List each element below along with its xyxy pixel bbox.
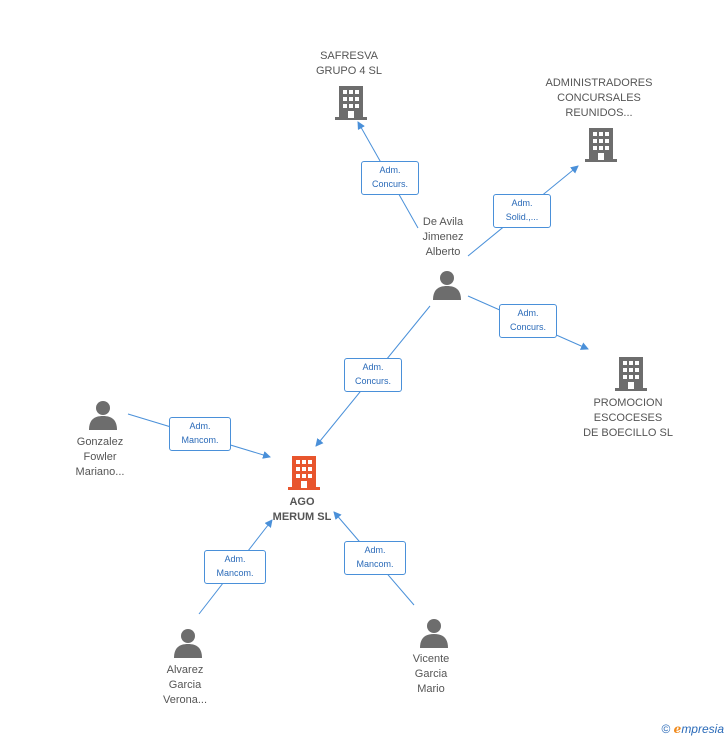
label-line: Garcia [168,679,202,691]
person-icon [174,629,202,658]
relation-badge[interactable]: Adm. Mancom. [169,417,231,451]
relation-role: Adm. [362,362,384,372]
relation-badge[interactable]: Adm. Concurs. [361,161,419,195]
label-line: ADMINISTRADORES [545,77,653,89]
person-label-gonzalez[interactable]: Gonzalez Fowler Mariano... [76,435,125,480]
person-label-vicente[interactable]: Vicente Garcia Mario [413,652,450,697]
relation-badge[interactable]: Adm. Solid.,... [493,194,551,228]
label-line: Fowler [83,451,117,463]
relation-detail: Concurs. [371,179,408,189]
label-line: Verona... [162,694,208,706]
label-line: Mario [417,683,445,695]
relation-badge[interactable]: Adm. Concurs. [499,304,557,338]
label-line: Vicente [412,653,450,665]
relation-badge[interactable]: Adm. Concurs. [344,358,402,392]
label-line: GRUPO 4 SL [315,65,383,77]
brand-name: mpresia [681,722,724,736]
label-line: REUNIDOS... [565,107,633,119]
relation-role: Adm. [364,545,386,555]
label-line: SAFRESVA [320,50,378,62]
building-icon [335,86,367,120]
building-icon [615,357,647,391]
person-icon [89,401,117,430]
person-icon [433,271,461,300]
relation-detail: Solid.,... [505,212,539,222]
label-line: AGO [289,496,315,508]
relation-detail: Concurs. [509,322,546,332]
person-icon [420,619,448,648]
label-line: CONCURSALES [557,92,641,104]
relation-detail: Mancom. [216,568,254,578]
relation-role: Adm. [189,421,211,431]
label-line: Gonzalez [76,436,124,448]
relation-badge[interactable]: Adm. Mancom. [204,550,266,584]
person-label-de-avila[interactable]: De Avila Jimenez Alberto [423,215,464,260]
relation-detail: Concurs. [354,376,391,386]
label-line: De Avila [422,216,464,228]
label-line: Mariano... [75,466,125,478]
company-label-promocion[interactable]: PROMOCION ESCOCESES DE BOECILLO SL [583,396,673,441]
label-line: Alvarez [166,664,204,676]
label-line: ESCOCESES [593,412,663,424]
relation-role: Adm. [511,198,533,208]
label-line: DE BOECILLO SL [583,427,673,439]
label-line: MERUM SL [272,511,332,523]
label-line: Alberto [425,246,461,258]
copyright-symbol: © [661,722,671,736]
relation-badge[interactable]: Adm. Mancom. [344,541,406,575]
brand-footer[interactable]: © empresia [661,722,724,736]
building-icon [585,128,617,162]
company-label-administradores[interactable]: ADMINISTRADORES CONCURSALES REUNIDOS... [546,76,653,121]
company-label-ago-merum[interactable]: AGO MERUM SL [273,495,332,525]
brand-initial: e [673,722,682,736]
company-label-safresva[interactable]: SAFRESVA GRUPO 4 SL [316,49,382,79]
person-label-alvarez[interactable]: Alvarez Garcia Verona... [163,663,207,708]
building-icon [288,456,320,490]
relation-role: Adm. [379,165,401,175]
label-line: Jimenez [422,231,464,243]
label-line: Garcia [414,668,448,680]
relation-role: Adm. [224,554,246,564]
label-line: PROMOCION [593,397,663,409]
relation-detail: Mancom. [356,559,394,569]
relation-detail: Mancom. [181,435,219,445]
relation-role: Adm. [517,308,539,318]
